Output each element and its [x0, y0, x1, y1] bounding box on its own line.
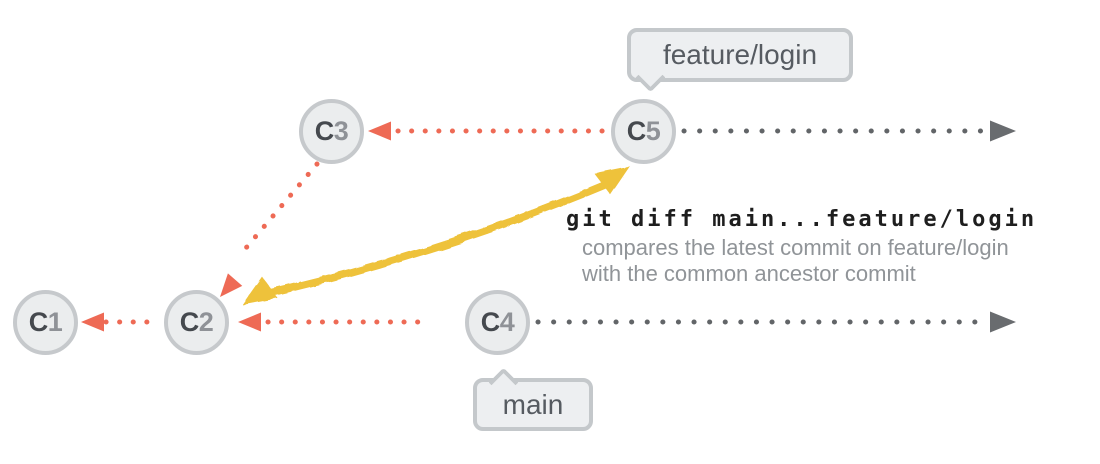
gray-arrowhead-icon	[990, 120, 1016, 142]
commit-label: C	[626, 116, 647, 146]
yellow-arrowhead-icon	[242, 276, 278, 305]
edge-c4-to-c2	[238, 312, 433, 332]
red-arrowhead-icon	[81, 312, 104, 332]
branch-label-text: feature/login	[662, 39, 818, 70]
yellow-arrowhead-icon	[594, 166, 630, 195]
annotation-line-2: with the common ancestor commit	[582, 261, 916, 286]
annotation-block: git diff main...feature/login compares t…	[566, 204, 1037, 287]
commit-label: C	[480, 307, 501, 337]
branch-label-feature-login: feature/login	[627, 28, 853, 93]
edge-c5-to-c3	[368, 121, 607, 141]
timeline-main-branch	[535, 311, 1016, 333]
edge-c2-to-c1	[81, 312, 159, 332]
diff-range-arrow	[242, 166, 630, 305]
red-arrowhead-icon	[238, 312, 261, 332]
edge-c3-to-c2	[220, 161, 320, 297]
gray-arrowhead-icon	[990, 311, 1016, 333]
git-command-text: git diff main...feature/login	[566, 207, 1038, 232]
annotation-line-1: compares the latest commit on feature/lo…	[582, 235, 1009, 260]
red-arrowhead-icon	[368, 121, 391, 141]
red-arrowhead-icon	[220, 273, 243, 297]
branch-label-text: main	[502, 388, 564, 420]
commit-label: C	[28, 307, 49, 337]
timeline-feature-branch	[681, 120, 1016, 142]
commit-label: C	[179, 307, 200, 337]
commit-label: C	[314, 116, 335, 146]
branch-label-main: main	[473, 367, 593, 431]
